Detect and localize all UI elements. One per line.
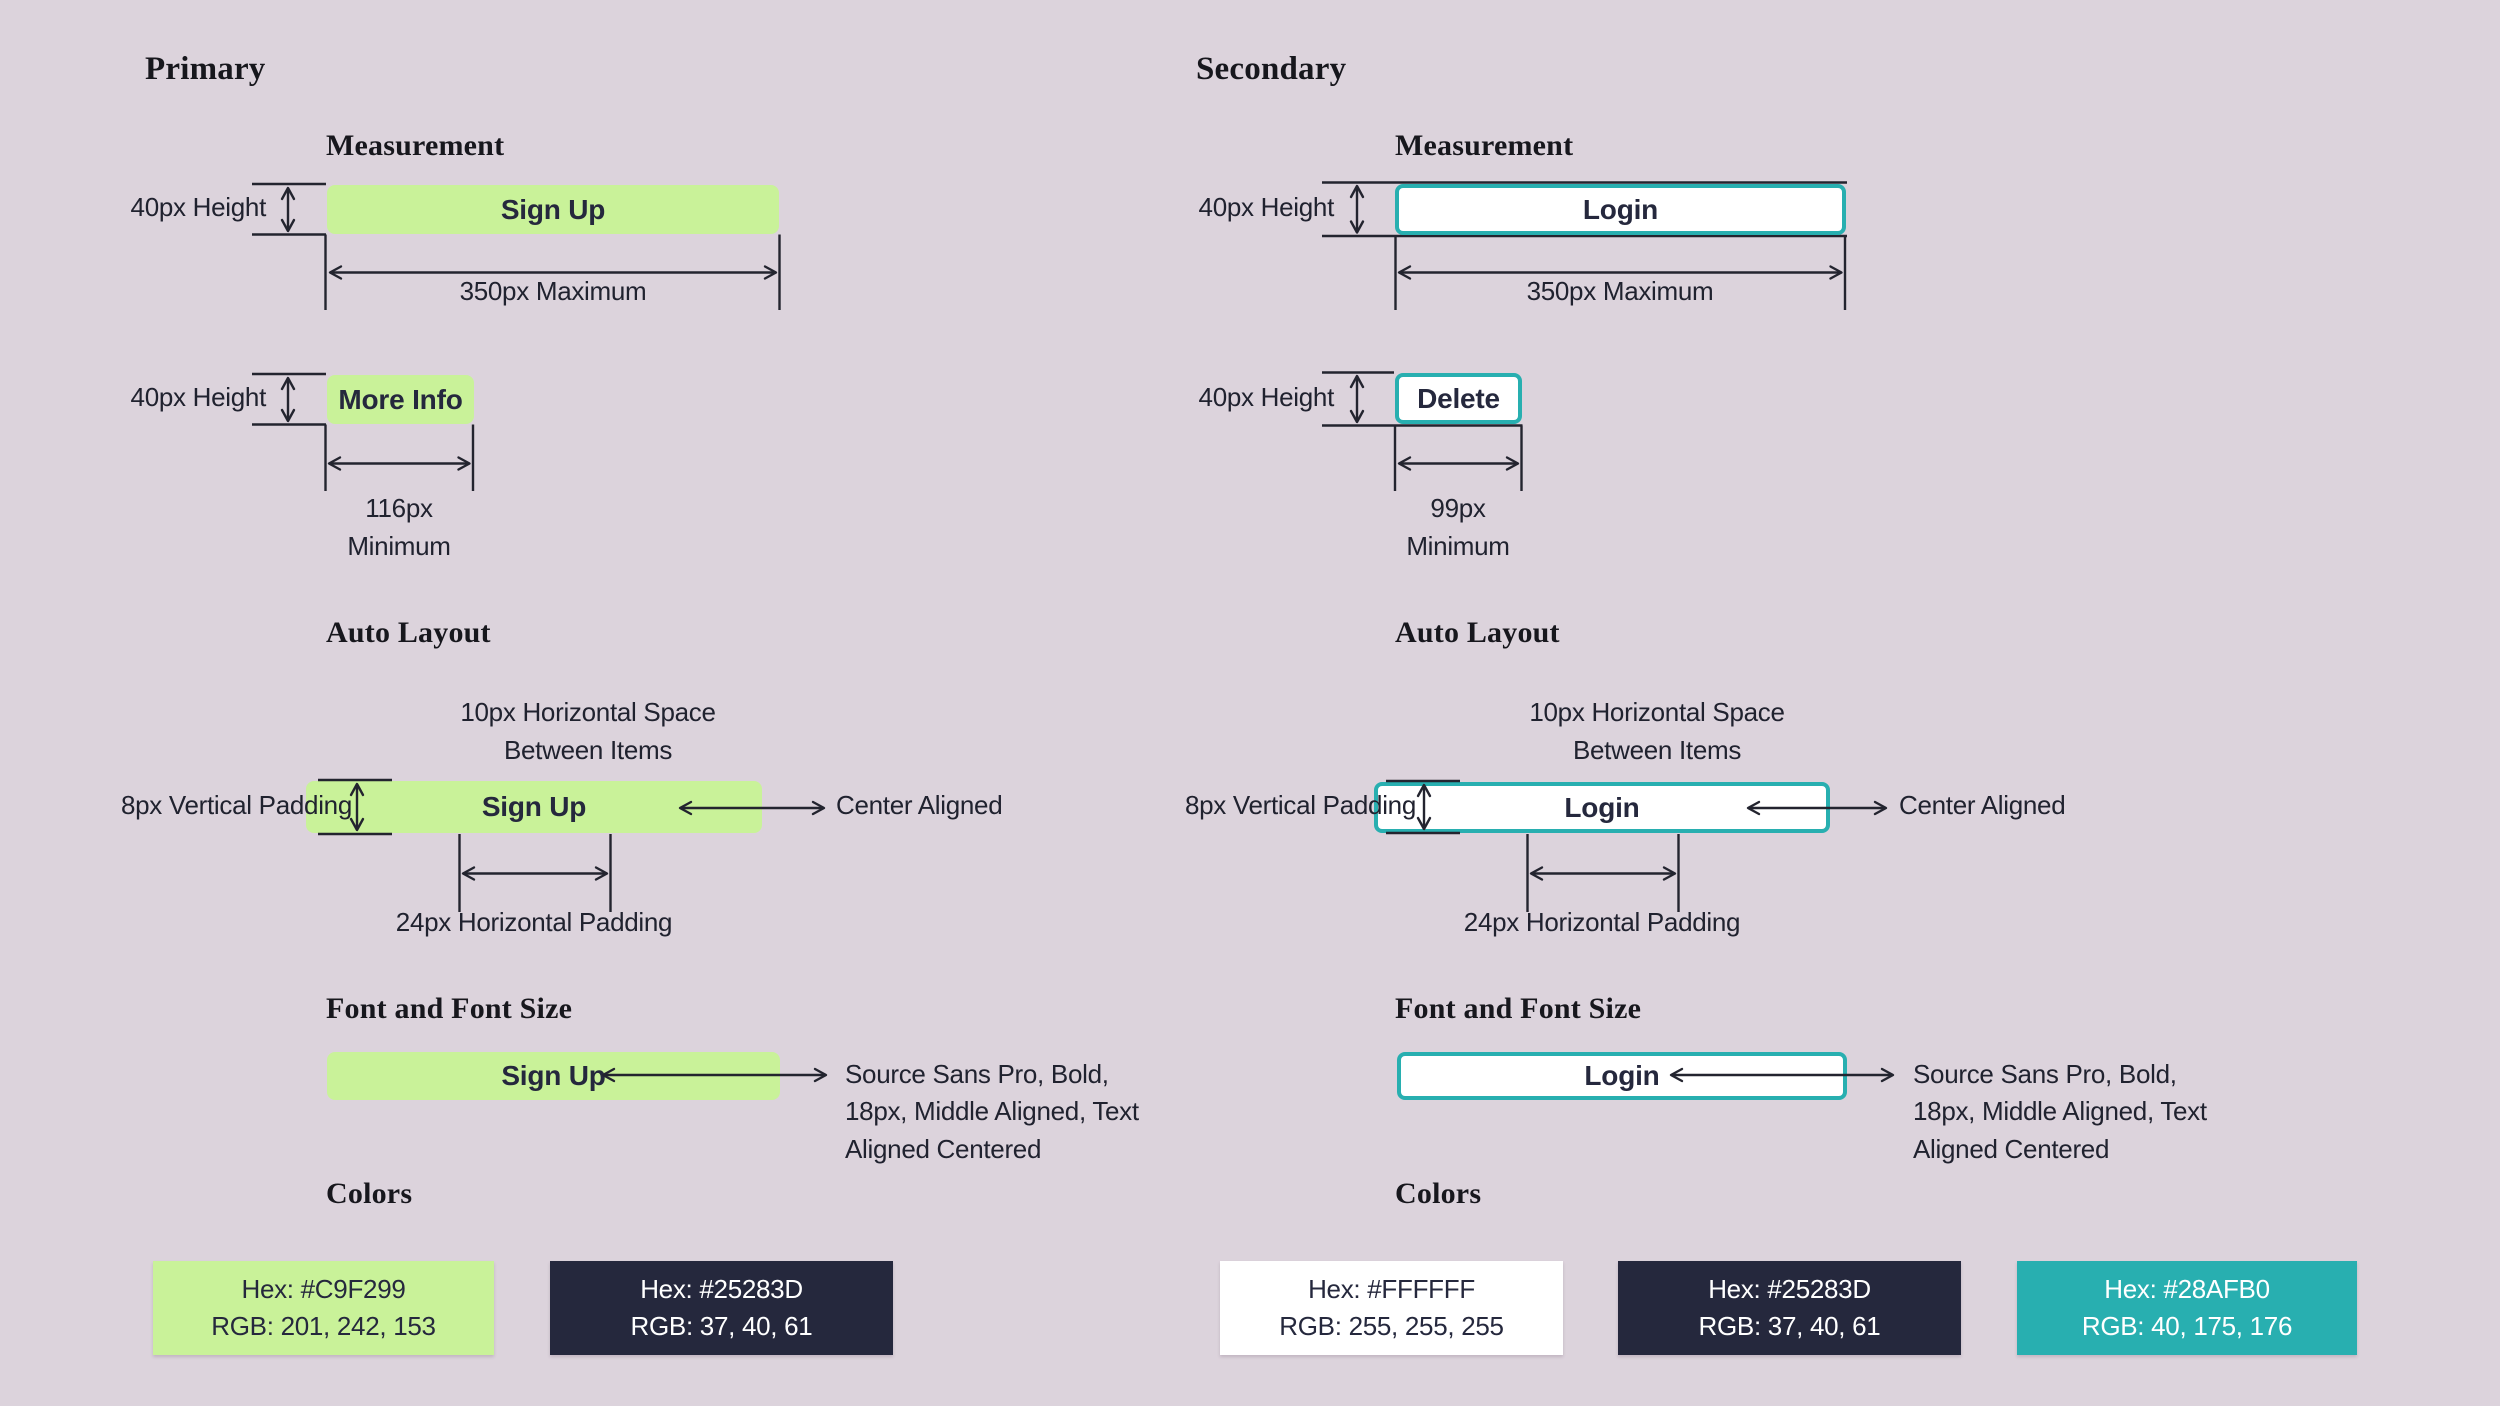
secondary-swatch-white: Hex: #FFFFFF RGB: 255, 255, 255: [1220, 1261, 1563, 1355]
secondary-height-label-2: 40px Height: [1198, 382, 1335, 412]
secondary-vertical-padding-label: 8px Vertical Padding: [1184, 790, 1416, 820]
primary-height-label-2: 40px Height: [130, 382, 267, 412]
primary-vertical-padding-label: 8px Vertical Padding: [120, 790, 352, 820]
primary-title: Primary: [145, 51, 266, 87]
secondary-height-label-1: 40px Height: [1198, 192, 1335, 222]
swatch-hex-label: Hex: #25283D: [1708, 1274, 1871, 1304]
secondary-autolayout-login-button[interactable]: Login: [1374, 782, 1830, 833]
secondary-space-label-line2: Between Items: [1572, 735, 1742, 765]
primary-colors-heading: Colors: [326, 1177, 413, 1210]
secondary-autolayout-login-label: Login: [1564, 791, 1640, 823]
primary-max-width-label: 350px Maximum: [459, 276, 647, 306]
primary-autolayout-heading: Auto Layout: [326, 616, 491, 649]
primary-moreinfo-button[interactable]: More Info: [327, 375, 474, 424]
primary-center-aligned-label: Center Aligned: [836, 790, 1003, 820]
secondary-autolayout-heading: Auto Layout: [1395, 616, 1560, 649]
secondary-login-button-large[interactable]: Login: [1395, 184, 1846, 235]
swatch-rgb-label: RGB: 255, 255, 255: [1279, 1311, 1504, 1341]
swatch-hex-label: Hex: #FFFFFF: [1308, 1274, 1475, 1304]
primary-signup-button-large-label: Sign Up: [500, 193, 606, 225]
secondary-swatch-dark: Hex: #25283D RGB: 37, 40, 61: [1618, 1261, 1961, 1355]
secondary-min-width-value: 99px: [1430, 493, 1486, 523]
secondary-min-width-label: Minimum: [1406, 531, 1510, 561]
secondary-horizontal-padding-label: 24px Horizontal Padding: [1463, 907, 1741, 937]
secondary-center-aligned-label: Center Aligned: [1899, 790, 2066, 820]
secondary-font-spec-line2: 18px, Middle Aligned, Text: [1913, 1096, 2207, 1126]
secondary-delete-button[interactable]: Delete: [1395, 373, 1522, 424]
primary-font-spec-line3: Aligned Centered: [845, 1134, 1042, 1164]
secondary-colors-heading: Colors: [1395, 1177, 1482, 1210]
primary-min-width-value: 116px: [365, 493, 433, 523]
secondary-delete-button-label: Delete: [1417, 382, 1500, 414]
primary-autolayout-signup-button[interactable]: Sign Up: [306, 781, 762, 833]
primary-font-heading: Font and Font Size: [326, 992, 573, 1025]
secondary-font-heading: Font and Font Size: [1395, 992, 1642, 1025]
secondary-font-login-button[interactable]: Login: [1397, 1052, 1847, 1100]
primary-measurement-heading: Measurement: [326, 129, 505, 162]
primary-font-signup-button[interactable]: Sign Up: [327, 1052, 780, 1100]
primary-horizontal-padding-label: 24px Horizontal Padding: [395, 907, 673, 937]
secondary-login-button-large-label: Login: [1582, 193, 1659, 225]
swatch-rgb-label: RGB: 37, 40, 61: [630, 1311, 813, 1341]
primary-moreinfo-button-label: More Info: [338, 383, 463, 415]
swatch-hex-label: Hex: #C9F299: [241, 1274, 406, 1304]
secondary-space-label-line1: 10px Horizontal Space: [1529, 697, 1785, 727]
swatch-hex-label: Hex: #25283D: [640, 1274, 803, 1304]
primary-font-spec-line1: Source Sans Pro, Bold,: [845, 1059, 1109, 1089]
primary-font-spec-line2: 18px, Middle Aligned, Text: [845, 1096, 1139, 1126]
primary-swatch-dark: Hex: #25283D RGB: 37, 40, 61: [550, 1261, 893, 1355]
secondary-font-login-label: Login: [1584, 1060, 1660, 1091]
swatch-rgb-label: RGB: 37, 40, 61: [1698, 1311, 1881, 1341]
secondary-swatch-teal: Hex: #28AFB0 RGB: 40, 175, 176: [2017, 1261, 2357, 1355]
swatch-rgb-label: RGB: 201, 242, 153: [211, 1311, 436, 1341]
primary-swatch-green: Hex: #C9F299 RGB: 201, 242, 153: [153, 1261, 494, 1355]
primary-signup-button-large[interactable]: Sign Up: [327, 185, 779, 234]
primary-space-label-line2: Between Items: [503, 735, 673, 765]
secondary-title: Secondary: [1196, 51, 1347, 87]
secondary-font-spec-line1: Source Sans Pro, Bold,: [1913, 1059, 2177, 1089]
secondary-max-width-label: 350px Maximum: [1526, 276, 1714, 306]
primary-autolayout-signup-label: Sign Up: [481, 791, 587, 822]
primary-height-label-1: 40px Height: [130, 192, 267, 222]
primary-min-width-label: Minimum: [347, 531, 451, 561]
swatch-hex-label: Hex: #28AFB0: [2104, 1274, 2270, 1304]
primary-font-signup-label: Sign Up: [501, 1060, 606, 1091]
primary-space-label-line1: 10px Horizontal Space: [460, 697, 716, 727]
swatch-rgb-label: RGB: 40, 175, 176: [2081, 1311, 2293, 1341]
secondary-measurement-heading: Measurement: [1395, 129, 1574, 162]
secondary-font-spec-line3: Aligned Centered: [1913, 1134, 2110, 1164]
